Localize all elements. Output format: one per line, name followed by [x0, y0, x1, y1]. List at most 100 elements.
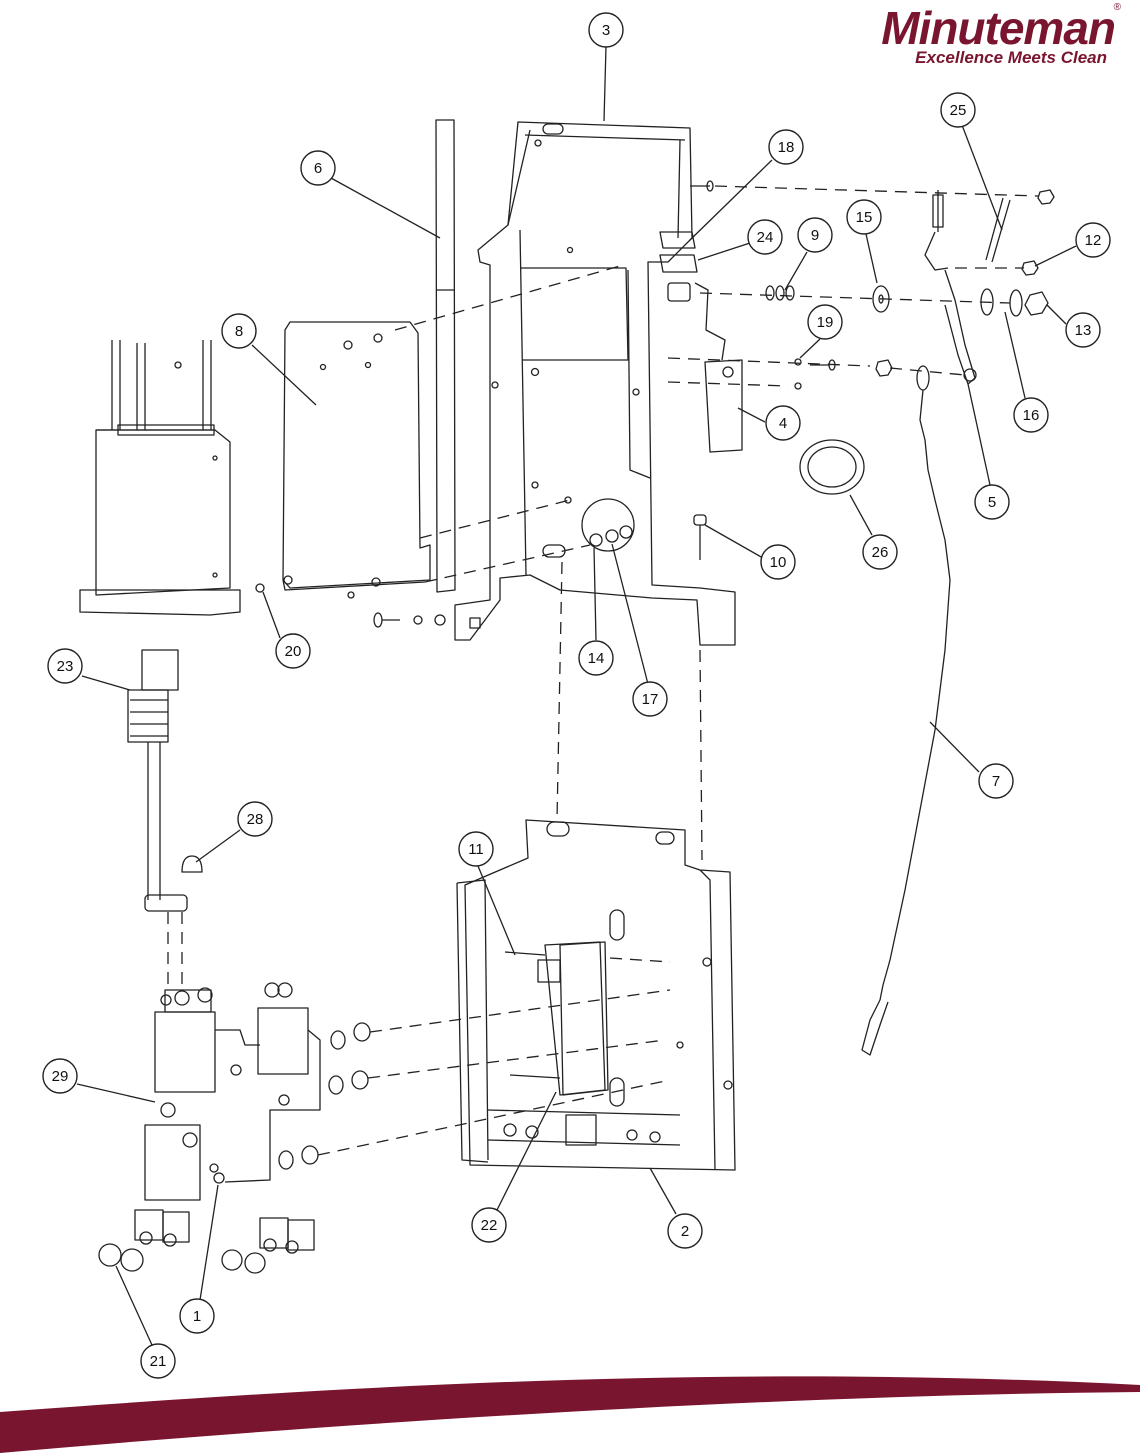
callout-label: 12	[1085, 232, 1102, 249]
callout-circle	[768, 129, 804, 165]
minuteman-logo: Minuteman ® Excellence Meets Clean	[825, 2, 1121, 72]
callout-label: 15	[856, 209, 873, 226]
brand-tagline: Excellence Meets Clean	[915, 48, 1107, 67]
callout-circle	[588, 12, 624, 48]
callout-label: 2	[681, 1223, 689, 1240]
assembly-guides	[167, 185, 1039, 1156]
callout-circle	[47, 648, 83, 684]
callout-circle	[667, 1213, 703, 1249]
callout-16: 16	[1013, 397, 1049, 433]
callout-label: 13	[1075, 322, 1092, 339]
lever-5-part	[875, 190, 977, 385]
fastener-set-part	[255, 583, 446, 628]
callout-circle	[940, 92, 976, 128]
callout-circle	[578, 640, 614, 676]
callout-circle	[807, 304, 843, 340]
callout-circle	[1065, 312, 1101, 348]
callout-circle	[179, 1298, 215, 1334]
cable-7-part	[861, 365, 951, 1056]
bolt-18-part	[690, 180, 714, 192]
callout-6: 6	[300, 150, 336, 186]
callout-circle	[974, 484, 1010, 520]
callout-12: 12	[1075, 222, 1111, 258]
callout-1: 1	[179, 1298, 215, 1334]
callout-20: 20	[275, 633, 311, 669]
callout-circle	[765, 405, 801, 441]
callout-label: 7	[992, 773, 1000, 790]
callout-21: 21	[140, 1343, 176, 1379]
callout-circle	[458, 831, 494, 867]
spring-25-part	[985, 197, 1011, 263]
callout-circle	[797, 217, 833, 253]
lower-box-part	[456, 819, 736, 1171]
callout-4: 4	[765, 405, 801, 441]
controller-box-part	[79, 340, 241, 616]
callout-19: 19	[807, 304, 843, 340]
callout-label: 19	[817, 314, 834, 331]
callout-circle	[760, 544, 796, 580]
rod-part	[435, 119, 456, 593]
callout-11: 11	[458, 831, 494, 867]
callout-circle	[300, 150, 336, 186]
callout-18: 18	[768, 129, 804, 165]
callout-label: 6	[314, 160, 322, 177]
callout-2: 2	[667, 1213, 703, 1249]
washers-1-part	[278, 1022, 371, 1170]
callout-circle	[42, 1058, 78, 1094]
callout-label: 4	[779, 415, 787, 432]
callout-circle	[275, 633, 311, 669]
callout-label: 9	[811, 227, 819, 244]
nut-13-part	[1024, 291, 1049, 316]
switches-21-part	[98, 1209, 315, 1274]
callout-24: 24	[747, 219, 783, 255]
main-frame-part	[454, 121, 736, 646]
callout-label: 8	[235, 323, 243, 340]
callout-7: 7	[978, 763, 1014, 799]
callout-circle	[862, 534, 898, 570]
callout-17: 17	[632, 681, 668, 717]
callout-label: 3	[602, 22, 610, 39]
connector-23-part	[127, 649, 188, 912]
spring-9-part	[765, 285, 795, 301]
callout-circle	[221, 313, 257, 349]
contactor-29-part	[144, 982, 321, 1201]
callout-label: 20	[285, 643, 302, 660]
callout-29: 29	[42, 1058, 78, 1094]
callout-circle	[1013, 397, 1049, 433]
callout-label: 21	[150, 1353, 167, 1370]
callout-26: 26	[862, 534, 898, 570]
plate-part	[282, 321, 431, 599]
grommet-26-part	[799, 439, 865, 495]
callout-label: 10	[770, 554, 787, 571]
callout-label: 28	[247, 811, 264, 828]
leader-lines	[76, 45, 1077, 1346]
callout-23: 23	[47, 648, 83, 684]
callout-22: 22	[471, 1207, 507, 1243]
callout-label: 18	[778, 139, 795, 156]
module-22-part	[504, 941, 609, 1096]
nuts-12-part	[1021, 189, 1055, 276]
callout-9: 9	[797, 217, 833, 253]
callout-circle	[140, 1343, 176, 1379]
callout-circle	[846, 199, 882, 235]
boot-28-part	[181, 855, 203, 873]
callout-circle	[237, 801, 273, 837]
callout-10: 10	[760, 544, 796, 580]
callout-circle	[1075, 222, 1111, 258]
callout-label: 26	[872, 544, 889, 561]
callout-15: 15	[846, 199, 882, 235]
bottom-swoosh	[0, 1376, 1140, 1453]
callout-label: 24	[757, 229, 774, 246]
callout-label: 1	[193, 1308, 201, 1325]
callout-circle	[978, 763, 1014, 799]
callout-label: 11	[468, 841, 484, 858]
callout-label: 17	[642, 691, 659, 708]
callout-13: 13	[1065, 312, 1101, 348]
brand-name: Minuteman	[881, 2, 1116, 54]
callout-25: 25	[940, 92, 976, 128]
callout-5: 5	[974, 484, 1010, 520]
screw-10-part	[693, 514, 707, 560]
callout-28: 28	[237, 801, 273, 837]
